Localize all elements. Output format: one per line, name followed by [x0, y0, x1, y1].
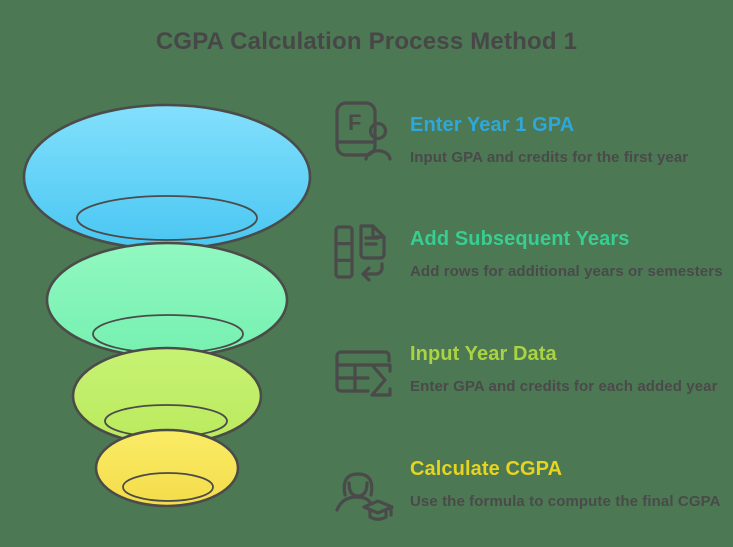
- step-3-description: Enter GPA and credits for each added yea…: [410, 378, 718, 395]
- step-4-description: Use the formula to compute the final CGP…: [410, 493, 721, 510]
- svg-text:F: F: [348, 110, 361, 135]
- step-4: Calculate CGPA Use the formula to comput…: [410, 458, 725, 511]
- step-2-heading: Add Subsequent Years: [410, 228, 630, 250]
- step-1: Enter Year 1 GPA Input GPA and credits f…: [410, 114, 725, 167]
- page-title: CGPA Calculation Process Method 1: [155, 28, 578, 55]
- funnel-diagram: [22, 103, 312, 508]
- step-4-heading: Calculate CGPA: [410, 458, 563, 480]
- step-1-description: Input GPA and credits for the first year: [410, 149, 689, 166]
- report-card-f-user-icon: F: [331, 100, 395, 164]
- step-2-description: Add rows for additional years or semeste…: [410, 263, 723, 280]
- step-1-heading: Enter Year 1 GPA: [410, 114, 575, 136]
- step-3: Input Year Data Enter GPA and credits fo…: [410, 343, 725, 396]
- funnel-stage-2: [45, 241, 289, 359]
- rows-document-return-arrow-icon: [331, 222, 395, 286]
- table-sigma-icon: [331, 340, 395, 404]
- person-graduation-cap-icon: [331, 462, 395, 526]
- step-3-heading: Input Year Data: [410, 343, 557, 365]
- step-2: Add Subsequent Years Add rows for additi…: [410, 228, 725, 281]
- funnel-stage-4: [94, 428, 240, 508]
- funnel-stage-1: [22, 103, 312, 251]
